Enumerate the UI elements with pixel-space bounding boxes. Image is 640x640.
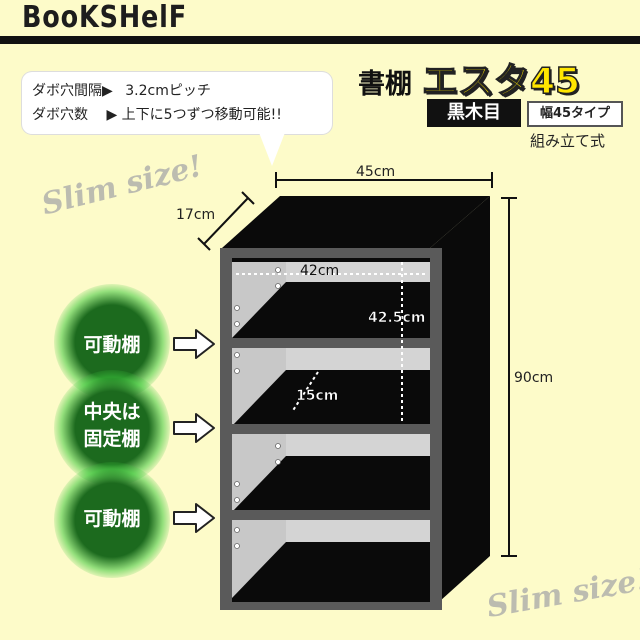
- callout-tail: [258, 130, 286, 166]
- product-name: エスタ45: [421, 60, 581, 103]
- inner-depth-label: 15cm: [296, 388, 339, 405]
- fixed-shelf-label-line-2: 固定棚: [83, 428, 141, 450]
- product-category: 書棚: [358, 69, 412, 100]
- inner-height-label: 42.5cm: [368, 310, 426, 327]
- inner-width-label: 42cm: [300, 263, 340, 279]
- type-badge: 幅45タイプ: [527, 101, 623, 127]
- callout-line-1: ダボ穴間隔▶ 3.2cmピッチ: [32, 80, 211, 100]
- dowel-count-value: ▶ 上下に5つずつ移動可能!!: [106, 107, 282, 123]
- movable-shelf-bubble-2: [54, 462, 170, 578]
- depth-label: 17cm: [176, 207, 216, 223]
- width-label: 45cm: [356, 164, 396, 180]
- dowel-count-label: ダボ穴数: [32, 107, 88, 123]
- assembly-note: 組み立て式: [530, 132, 606, 150]
- height-label: 90cm: [514, 370, 554, 386]
- brand-logo: BooKSHelF: [22, 0, 188, 35]
- dowel-pitch-label: ダボ穴間隔▶: [32, 83, 113, 99]
- callout-box: [22, 72, 332, 134]
- color-badge: 黒木目: [427, 99, 521, 127]
- fixed-shelf-label-line-1: 中央は: [83, 401, 141, 423]
- movable-shelf-label-1: 可動棚: [83, 334, 141, 356]
- callout-line-2: ダボ穴数 ▶ 上下に5つずつ移動可能!!: [32, 104, 282, 124]
- header-divider: [0, 36, 640, 44]
- dowel-pitch-value: 3.2cmピッチ: [125, 83, 211, 99]
- product-title: 書棚エスタ45: [358, 52, 581, 104]
- movable-shelf-label-2: 可動棚: [83, 508, 141, 530]
